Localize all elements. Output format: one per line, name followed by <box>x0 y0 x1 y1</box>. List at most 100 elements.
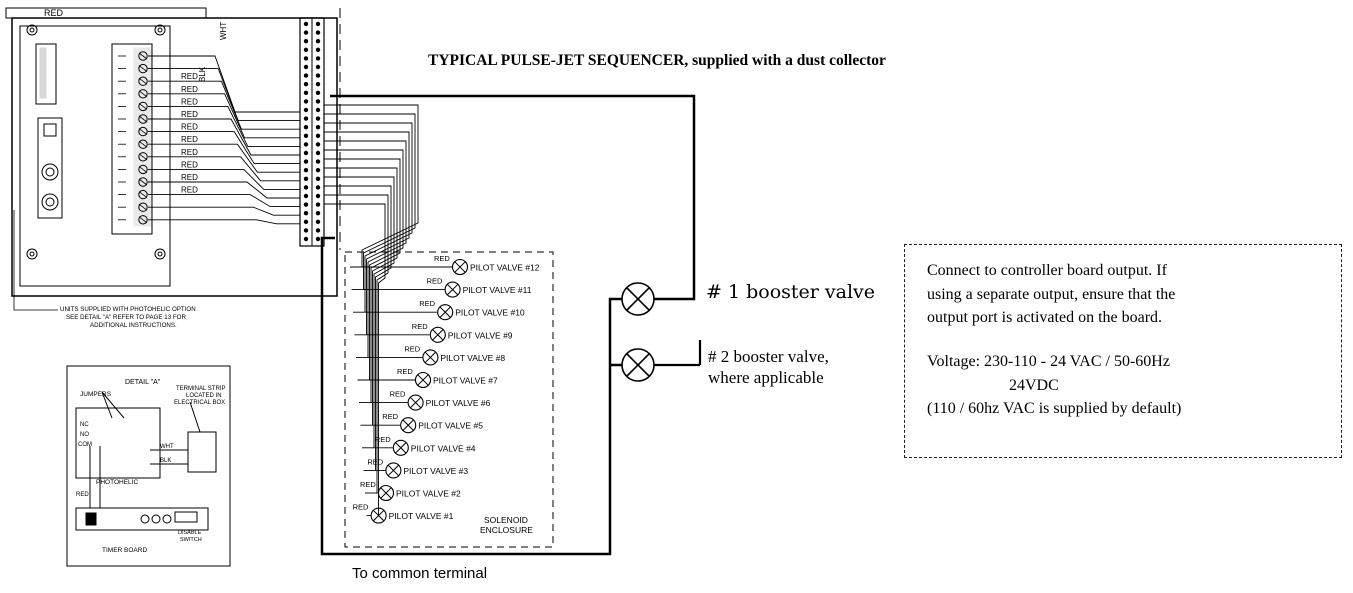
enclosure-label-1: SOLENOID <box>484 515 528 525</box>
connector-pin <box>303 159 309 164</box>
enclosure-label-2: ENCLOSURE <box>480 525 533 535</box>
detail-title: DETAIL "A" <box>125 379 161 386</box>
pilot-red-label: RED <box>434 254 450 263</box>
pilot-valve-label: PILOT VALVE #12 <box>470 263 540 273</box>
common-terminal-label: To common terminal <box>352 565 488 582</box>
detail-terminal-2: LOCATED IN <box>186 393 222 399</box>
pilot-red-label: RED <box>419 299 435 308</box>
board-note-line-1: UNITS SUPPLIED WITH PHOTOHELIC OPTION <box>60 306 196 313</box>
pilot-wire <box>324 104 419 267</box>
connector-pin <box>315 82 321 87</box>
pilot-wire <box>324 113 416 290</box>
detail-jumpers: JUMPERS <box>80 391 112 398</box>
wire-wht-label: WHT <box>219 22 228 40</box>
pilot-wire <box>324 131 410 335</box>
pilot-valve-label: PILOT VALVE #10 <box>455 308 525 318</box>
terminal-screw <box>118 63 148 74</box>
connector-pin <box>315 21 321 27</box>
note-line-2: using a separate output, ensure that the <box>927 285 1176 303</box>
board-note-line-2: SEE DETAIL "A" REFER TO PAGE 13 FOR <box>66 314 186 321</box>
connector-pin <box>303 56 309 61</box>
wire-red-label: RED <box>181 72 198 81</box>
pilot-valve: RED PILOT VALVE #10 <box>353 299 525 321</box>
booster-feed-wire-1 <box>330 94 696 301</box>
detail-disable-1: DISABLE <box>178 530 202 536</box>
photohelic-note-leader <box>13 210 58 311</box>
terminal-screw <box>118 202 148 212</box>
wire-red-label: RED <box>181 173 198 182</box>
pilot-wire <box>324 203 386 516</box>
booster-valve-1 <box>621 282 655 316</box>
board-wire <box>148 93 300 139</box>
wire-red-label: RED <box>181 85 198 94</box>
wire-bundle-board-to-connector <box>148 55 300 225</box>
detail-terminal-1: TERMINAL STRIP <box>176 386 225 392</box>
detail-a-box <box>66 365 231 567</box>
diagram-title: TYPICAL PULSE-JET SEQUENCER, supplied wi… <box>428 52 886 69</box>
pilot-red-label: RED <box>427 277 443 286</box>
voltage-note: Voltage: 230-110 - 24 VAC / 50-60Hz 24VD… <box>927 350 1181 421</box>
connector-pin <box>303 185 309 190</box>
detail-disable-2: SWITCH <box>180 537 202 543</box>
pilot-valve-label: PILOT VALVE #8 <box>440 353 505 363</box>
pilot-valve-label: PILOT VALVE #6 <box>426 398 491 408</box>
connector-pin <box>303 193 309 199</box>
pilot-valve: RED PILOT VALVE #12 <box>350 254 540 276</box>
pilot-valve-label: PILOT VALVE #7 <box>433 376 498 386</box>
detail-com: COM <box>78 442 92 448</box>
connector-pin <box>315 73 321 78</box>
connector-pin <box>303 125 309 130</box>
terminal-screw <box>118 164 148 175</box>
voltage-line-1: Voltage: 230-110 - 24 VAC / 50-60Hz <box>927 353 1170 370</box>
connector-pin <box>303 30 309 35</box>
connector-pin <box>303 133 309 138</box>
pilot-wire <box>324 176 395 448</box>
board-wire <box>148 131 300 165</box>
pilot-valve-label: PILOT VALVE #3 <box>403 466 468 476</box>
connector-pin <box>315 125 321 130</box>
wire-red-label: RED <box>181 135 198 144</box>
pilot-wire <box>324 194 389 493</box>
connector-pin <box>303 211 309 216</box>
terminal-screw <box>118 76 148 86</box>
note-line-1: Connect to controller board output. If <box>927 262 1167 279</box>
connector-pin <box>315 202 321 207</box>
connector-pin <box>303 202 309 207</box>
terminal-screw <box>118 215 148 225</box>
connector-pin <box>303 82 309 87</box>
booster-valve-2-label: # 2 booster valve, where applicable <box>708 346 829 388</box>
board-wire <box>148 168 300 190</box>
booster-valve-2 <box>621 348 655 382</box>
connector-pin <box>315 90 321 96</box>
connector-pin <box>303 168 309 173</box>
pilot-wire <box>324 140 407 358</box>
detail-blk: BLK <box>160 458 171 464</box>
terminal-screw <box>118 51 148 61</box>
pilot-valve-label: PILOT VALVE #11 <box>463 285 532 295</box>
connector-pin <box>315 168 321 173</box>
connector-pin <box>303 219 309 224</box>
connector-pin <box>315 99 321 104</box>
detail-red: RED <box>76 492 89 498</box>
pilot-red-label: RED <box>382 412 398 421</box>
connector-pin <box>303 64 309 70</box>
pilot-red-label: RED <box>375 435 391 444</box>
detail-nc: NC <box>80 422 89 428</box>
pilot-red-label: RED <box>360 480 376 489</box>
wire-blk-label: BLK <box>198 66 207 82</box>
connector-pin <box>303 116 309 121</box>
board-wire <box>148 118 300 156</box>
controller-note-text: Connect to controller board output. If u… <box>927 259 1337 330</box>
connector-pin <box>315 64 321 70</box>
booster-valve-2-line-1: # 2 booster valve, <box>708 347 829 366</box>
board-wire <box>148 80 300 130</box>
wire-red-label: RED <box>181 160 198 169</box>
